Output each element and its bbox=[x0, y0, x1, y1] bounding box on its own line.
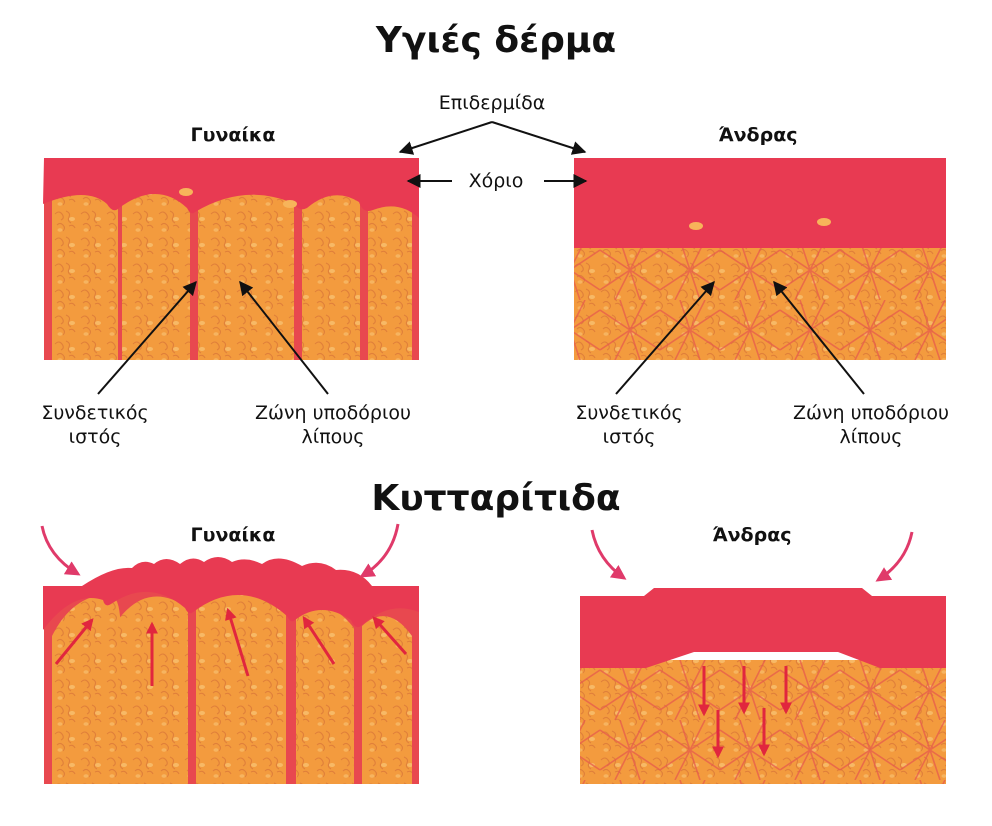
healthy-woman-pointers bbox=[97, 280, 329, 395]
dermis-label: Χόριο bbox=[468, 170, 524, 192]
healthy-man-fat-line2: λίπους bbox=[839, 426, 903, 448]
epidermis-label: Επιδερμίδα bbox=[438, 92, 546, 114]
healthy-woman-skin bbox=[43, 158, 419, 360]
healthy-man-connective-line2: ιστός bbox=[602, 426, 656, 448]
cellulite-woman-skin bbox=[43, 557, 419, 784]
healthy-man-pointers bbox=[615, 280, 865, 395]
healthy-skin-title: Υγιές δέρμα bbox=[375, 20, 617, 61]
cellulite-woman-label: Γυναίκα bbox=[190, 524, 276, 546]
healthy-woman-fat-line2: λίπους bbox=[301, 426, 365, 448]
cellulite-title: Κυτταρίτιδα bbox=[371, 478, 621, 519]
healthy-man-skin bbox=[574, 158, 946, 360]
healthy-man-fat-label: Ζώνη υποδόριου λίπους bbox=[756, 401, 986, 449]
cellulite-man-label: Άνδρας bbox=[712, 524, 792, 546]
epidermis-pointers bbox=[398, 121, 587, 155]
healthy-woman-connective-line1: Συνδετικός bbox=[41, 402, 149, 424]
cellulite-man-skin bbox=[580, 588, 946, 784]
healthy-man-fat-line1: Ζώνη υποδόριου bbox=[792, 402, 950, 424]
healthy-woman-connective-label: Συνδετικός ιστός bbox=[10, 401, 180, 449]
healthy-man-connective-line1: Συνδετικός bbox=[575, 402, 683, 424]
healthy-woman-label: Γυναίκα bbox=[190, 124, 276, 146]
healthy-woman-fat-line1: Ζώνη υποδόριου bbox=[254, 402, 412, 424]
healthy-woman-connective-line2: ιστός bbox=[68, 426, 122, 448]
healthy-woman-fat-label: Ζώνη υποδόριου λίπους bbox=[218, 401, 448, 449]
pressure-arrows bbox=[40, 523, 914, 582]
healthy-man-label: Άνδρας bbox=[718, 124, 798, 146]
healthy-man-connective-label: Συνδετικός ιστός bbox=[544, 401, 714, 449]
